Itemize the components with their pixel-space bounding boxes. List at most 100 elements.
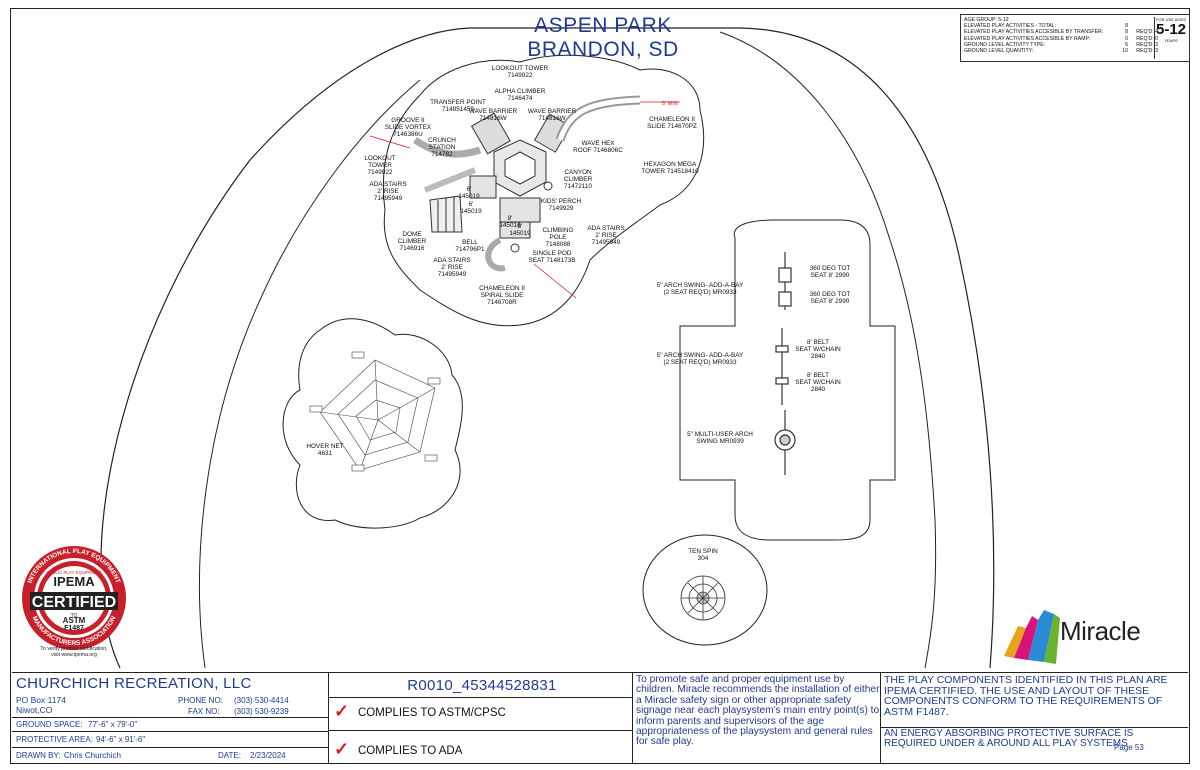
- page-number: Page 53: [1114, 743, 1144, 752]
- ipema-verify-note: To verify product certification, visit w…: [40, 646, 108, 658]
- ipema-certified: CERTIFIED: [32, 594, 116, 611]
- ada-check-icon: ✓: [334, 739, 350, 759]
- astm-check-icon: ✓: [334, 701, 350, 721]
- label-deck-2: 6'145019: [460, 201, 482, 215]
- drawing-border: [10, 8, 1190, 764]
- age-table-value: 10: [1122, 48, 1128, 55]
- age-table-value: 6: [1125, 41, 1128, 48]
- company-name: CHURCHICH RECREATION, LLC: [16, 675, 252, 692]
- play-structure-border: [382, 54, 705, 327]
- age-table-label: GROUND LEVEL QUANTITY:: [964, 48, 1034, 55]
- age-table-value: 0: [1125, 35, 1128, 42]
- date-label: DATE:: [218, 751, 241, 760]
- ipema-number: F1487: [64, 625, 84, 632]
- age-table-row: GROUND LEVEL QUANTITY: 10 REQ'D: 3: [964, 48, 1186, 54]
- ipema-to: TO: [71, 613, 78, 619]
- age-table-label: ELEVATED PLAY ACTIVITIES ACCESIBLE BY TR…: [964, 29, 1104, 36]
- hover-net: [309, 351, 441, 472]
- age-table-label: ELEVATED PLAY ACTIVITIES - TOTAL:: [964, 23, 1057, 30]
- protective-area-value: 94'-6" x 91'-6": [96, 735, 146, 744]
- ipema-seal: IPEMA CERTIFIED TO ASTM F1487 INTERNATIO…: [22, 546, 126, 650]
- drawn-by-value: Chris Churchich: [64, 751, 121, 760]
- complies-astm: COMPLIES TO ASTM/CPSC: [358, 707, 506, 719]
- miracle-logo-text: Miracle: [1060, 616, 1141, 646]
- phone-number: (303) 530-4414: [234, 696, 289, 705]
- surface-note: AN ENERGY ABSORBING PROTECTIVE SURFACE I…: [884, 728, 1134, 749]
- label-arch-swing-1: 5" ARCH SWING- ADD-A-BAY(2 SEAT REQ'D) M…: [657, 282, 744, 296]
- ipema-inner-top: PUBLIC PLAY EQUIPMENT: [46, 570, 102, 575]
- miracle-logo-mark: [1004, 610, 1060, 664]
- swing-area-border: [679, 219, 896, 541]
- hover-net-border: [282, 318, 463, 529]
- age-table-req: REQ'D: 4: [1136, 29, 1158, 36]
- ten-spin: [680, 575, 726, 621]
- age-table-label: ELEVATED PLAY ACTIVITIES ACCESIBLE BY RA…: [964, 35, 1091, 42]
- age-table-row: GROUND LEVEL ACTIVITY TYPE: 6 REQ'D: 3: [964, 42, 1186, 48]
- ground-space-label: GROUND SPACE:: [16, 720, 83, 729]
- label-arch-swing-2: 5" ARCH SWING- ADD-A-BAY(2 SEAT REQ'D) M…: [657, 352, 744, 366]
- park-boundary-right: [719, 31, 937, 669]
- certification-note: THE PLAY COMPONENTS IDENTIFIED IN THIS P…: [884, 674, 1168, 718]
- project-title: ASPEN PARK BRANDON, SD: [470, 14, 736, 62]
- age-group-table: AGE GROUP: 5-12 ELEVATED PLAY ACTIVITIES…: [960, 14, 1190, 62]
- age-badge-top: FOR USE AGES: [1156, 17, 1186, 22]
- age-group-header: AGE GROUP: 5-12: [964, 17, 1009, 23]
- age-badge-bottom: YEARS: [1164, 38, 1178, 43]
- safety-notice: To promote safe and proper equipment use…: [636, 674, 880, 748]
- age-table-req: REQ'D: 0: [1136, 35, 1158, 42]
- age-table-value: 8: [1125, 29, 1128, 36]
- label-deck-1: 6'145019: [458, 186, 480, 200]
- age-table-row: ELEVATED PLAY ACTIVITIES - TOTAL: 8: [964, 23, 1186, 29]
- age-table-row: ELEVATED PLAY ACTIVITIES ACCESIBLE BY RA…: [964, 36, 1186, 42]
- protective-area-label: PROTECTIVE AREA:: [16, 735, 93, 744]
- ten-spin-border: [642, 534, 768, 646]
- age-table-req: REQ'D: 3: [1136, 48, 1158, 55]
- age-table-label: GROUND LEVEL ACTIVITY TYPE:: [964, 41, 1046, 48]
- ipema-standard: ASTM: [63, 616, 86, 625]
- company-address-2: Niwot,CO: [16, 705, 53, 715]
- drawn-by-label: DRAWN BY:: [16, 751, 61, 760]
- ground-space-value: 77'-6" x 79'-0": [88, 720, 138, 729]
- complies-ada: COMPLIES TO ADA: [358, 745, 463, 757]
- phone-label: PHONE NO:: [178, 696, 223, 705]
- age-table-row: ELEVATED PLAY ACTIVITIES ACCESIBLE BY TR…: [964, 29, 1186, 35]
- company-address-1: PO Box 1174: [16, 695, 66, 705]
- project-code: R0010_45344528831: [407, 677, 557, 694]
- age-table-req: REQ'D: 3: [1136, 41, 1158, 48]
- swing-frame: [774, 252, 796, 475]
- play-structure: [413, 95, 641, 272]
- park-boundary-inner: [199, 79, 421, 669]
- label-deck-3: 8'145016: [499, 215, 521, 229]
- date-value: 2/23/2024: [250, 751, 286, 760]
- age-badge: FOR USE AGES 5-12 YEARS: [1154, 17, 1187, 59]
- fax-number: (303) 530-9239: [234, 707, 289, 716]
- age-table-value: 8: [1125, 23, 1128, 30]
- title-block: CHURCHICH RECREATION, LLC PO Box 1174 Ni…: [12, 672, 1188, 763]
- park-boundary: [100, 27, 995, 669]
- park-location: BRANDON, SD: [527, 38, 679, 61]
